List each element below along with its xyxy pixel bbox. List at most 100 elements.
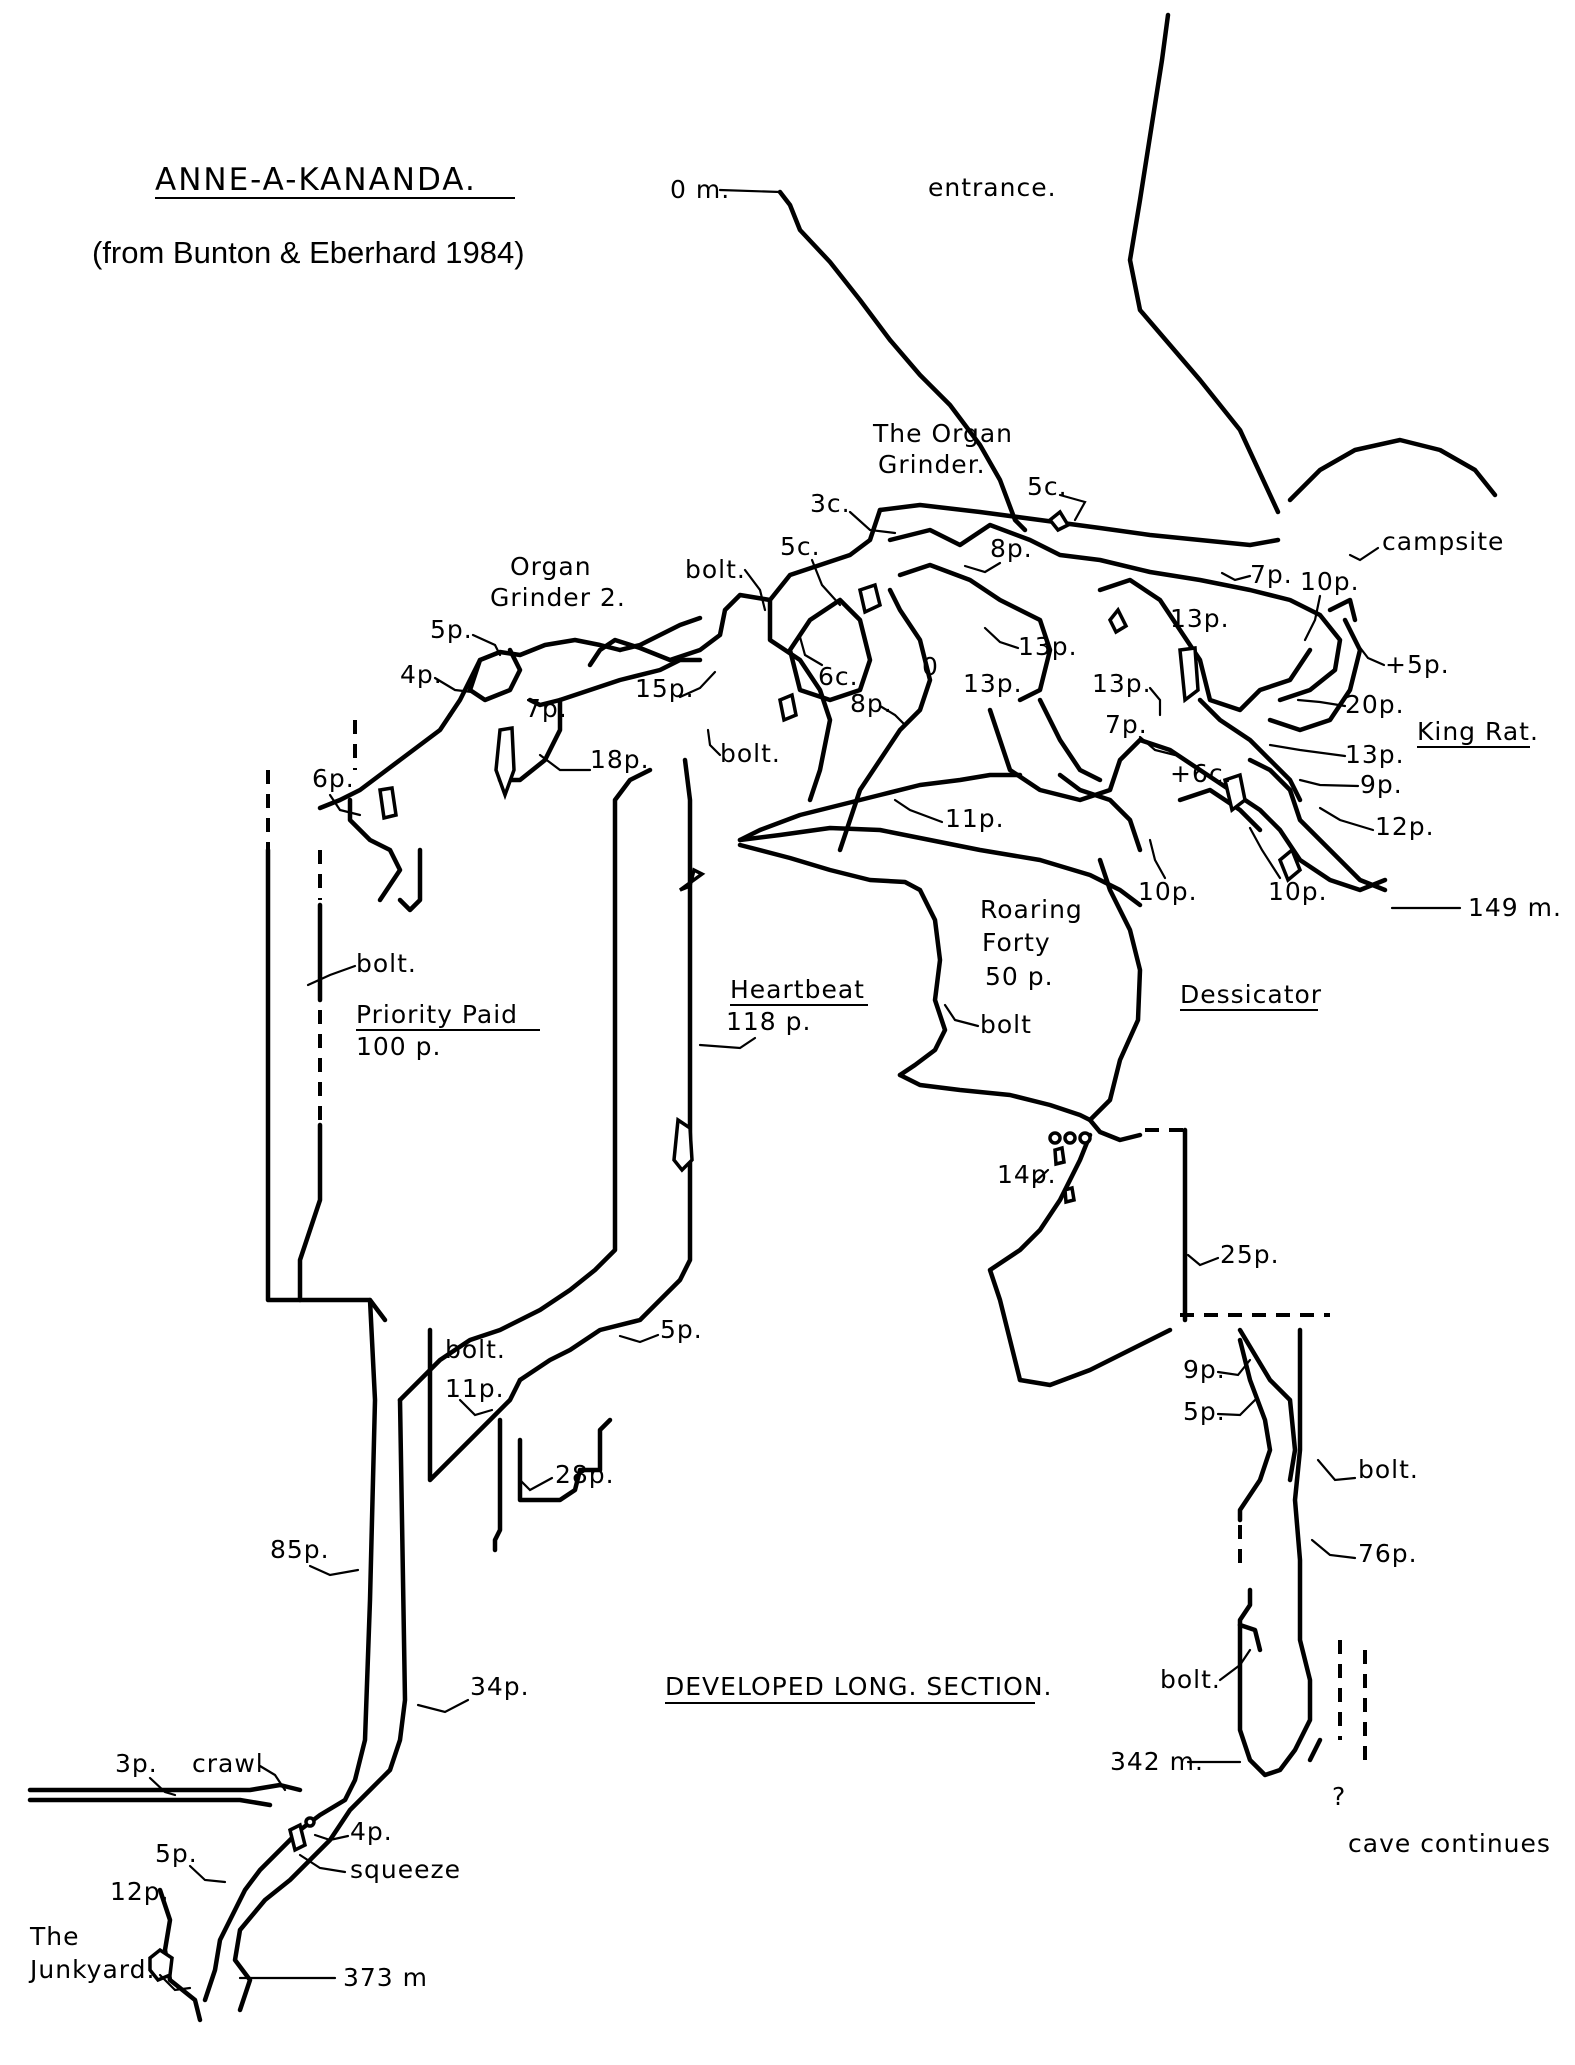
leader-7p-centre xyxy=(1138,735,1177,757)
leader-13p-right xyxy=(1148,686,1162,717)
leader-11p-upper xyxy=(893,798,944,824)
leader-11p-lower xyxy=(458,1398,494,1417)
pitch-85p: 85p. xyxy=(270,1535,330,1564)
priority-paid-name: Priority Paid xyxy=(356,1000,518,1029)
pitch-3c: 3c. xyxy=(810,489,851,518)
pitch-11p-lower: 11p. xyxy=(445,1374,505,1403)
label-cave-continues: cave continues xyxy=(1348,1829,1551,1858)
pitch-8p-mid: 8p. xyxy=(850,689,893,718)
leader-85p xyxy=(308,1564,360,1577)
roaring-forty-2: Forty xyxy=(982,928,1051,957)
priority-paid-shaft xyxy=(265,720,423,1323)
pitch-7p-right: 7p. xyxy=(1250,560,1293,589)
depth-373m: 373 m xyxy=(343,1963,428,1992)
leader-4p-lower xyxy=(313,1833,350,1842)
depth-342m: 342 m. xyxy=(1110,1747,1204,1776)
leader-25p xyxy=(1186,1253,1220,1267)
leader-bolt-organ-grinder xyxy=(743,568,767,612)
upper-series-boulders xyxy=(378,509,1303,892)
pitch-5c-top: 5c. xyxy=(1027,472,1068,501)
label-crawl: crawl xyxy=(192,1749,264,1778)
leader-3p xyxy=(148,1776,177,1797)
leader-crawl xyxy=(258,1764,287,1792)
leader-5p-lower xyxy=(618,1333,660,1344)
pitch-12p-upper: 12p. xyxy=(1375,812,1435,841)
label-junkyard-1: The xyxy=(29,1922,80,1951)
pitch-7p-og2: 7p. xyxy=(525,694,568,723)
question-mark: ? xyxy=(1332,1782,1346,1811)
pitch-8p-top: 8p. xyxy=(990,534,1033,563)
pitch-13p-upper: 13p. xyxy=(1170,604,1230,633)
leader-9p-dessicator xyxy=(1216,1358,1252,1377)
leader-bolt-roaring-forty xyxy=(943,1003,980,1028)
label-junkyard-2: Junkyard. xyxy=(28,1955,155,1984)
heartbeat-depth: 118 p. xyxy=(726,1007,811,1036)
leader-15p xyxy=(678,670,717,699)
leader-5p-junkyard xyxy=(188,1864,227,1884)
pitch-10p-right: 10p. xyxy=(1300,567,1360,596)
leader-6p xyxy=(328,793,362,817)
pitch-13p-mid: 13p. xyxy=(1018,632,1078,661)
pitch-76p: 76p. xyxy=(1358,1539,1418,1568)
pitch-plus5p: +5p. xyxy=(1385,650,1450,679)
pitch-28p: 28p. xyxy=(555,1460,615,1489)
pitch-20p: 20p. xyxy=(1345,690,1405,719)
label-organ-grinder2-2: Grinder 2. xyxy=(490,583,626,612)
label-organ-grinder2-1: Organ xyxy=(510,552,592,581)
pitch-6p: 6p. xyxy=(312,764,355,793)
bolt-roaring-forty: bolt xyxy=(980,1010,1032,1039)
label-squeeze: squeeze xyxy=(350,1855,461,1884)
leader-bolt-heartbeat-top xyxy=(706,728,722,757)
pitch-5p-lower: 5p. xyxy=(660,1315,703,1344)
leader-28p xyxy=(518,1476,554,1492)
leader-10p-lower-a xyxy=(1148,838,1167,880)
label-campsite: campsite xyxy=(1382,527,1504,556)
depth-0m: 0 m. xyxy=(670,175,730,204)
label-entrance: entrance. xyxy=(928,173,1057,202)
roaring-forty-3: 50 p. xyxy=(985,962,1054,991)
pitch-12p-junkyard: 12p. xyxy=(110,1877,170,1906)
pitch-9p-upper: 9p. xyxy=(1360,770,1403,799)
bolt-heartbeat-top: bolt. xyxy=(720,739,781,768)
leader-5p-og2 xyxy=(471,633,502,657)
bolt-dessicator-lower: bolt. xyxy=(1160,1665,1221,1694)
pitch-6c: 6c. xyxy=(818,662,859,691)
heartbeat-shaft xyxy=(397,757,694,1553)
leader-18p xyxy=(538,753,592,772)
leader-5p-dessicator xyxy=(1216,1398,1257,1417)
leader-8p-mid xyxy=(878,704,907,727)
label-organ-grinder-2: Grinder. xyxy=(878,450,986,479)
leader-14p xyxy=(1033,1168,1050,1184)
pitch-34p: 34p. xyxy=(470,1672,530,1701)
leader-7p-right xyxy=(1220,571,1252,582)
leader-bolt-dessicator-lower xyxy=(1218,1648,1252,1682)
leader-20p xyxy=(1296,698,1347,708)
leader-4p-og2 xyxy=(433,676,474,694)
label-organ-grinder-1: The Organ xyxy=(872,419,1013,448)
leader-10p-right xyxy=(1303,594,1322,642)
depth-149m: 149 m. xyxy=(1468,893,1562,922)
priority-paid-depth: 100 p. xyxy=(356,1032,441,1061)
pitch-10p-lower-b: 10p. xyxy=(1268,877,1328,906)
entrance-shaft xyxy=(777,12,1498,533)
leader-squeeze xyxy=(298,1853,347,1874)
leader-5c-top xyxy=(1058,493,1087,522)
leader-76p xyxy=(1310,1538,1357,1560)
leader-12p-upper xyxy=(1318,806,1375,832)
pitch-5p-dessicator: 5p. xyxy=(1183,1397,1226,1426)
pitch-5p-og2: 5p. xyxy=(430,615,473,644)
pitch-0: 0 xyxy=(922,652,939,681)
pitch-13p-centre: 13p. xyxy=(963,669,1023,698)
pitch-9p-dessicator: 9p. xyxy=(1183,1355,1226,1384)
leader-bolt-priority-paid xyxy=(306,964,357,987)
leader-plus5p xyxy=(1356,643,1386,667)
diagram-title: ANNE-A-KANANDA. xyxy=(155,162,477,198)
pitch-7p-centre: 7p. xyxy=(1105,710,1148,739)
leader-campsite xyxy=(1348,546,1380,562)
pitch-18p: 18p. xyxy=(590,745,650,774)
leader-34p xyxy=(416,1698,470,1714)
pitch-14p: 14p. xyxy=(997,1160,1057,1189)
upper-series-passages xyxy=(317,502,1388,908)
leader-9p-upper xyxy=(1298,778,1360,788)
pitch-4p-lower: 4p. xyxy=(350,1817,393,1846)
